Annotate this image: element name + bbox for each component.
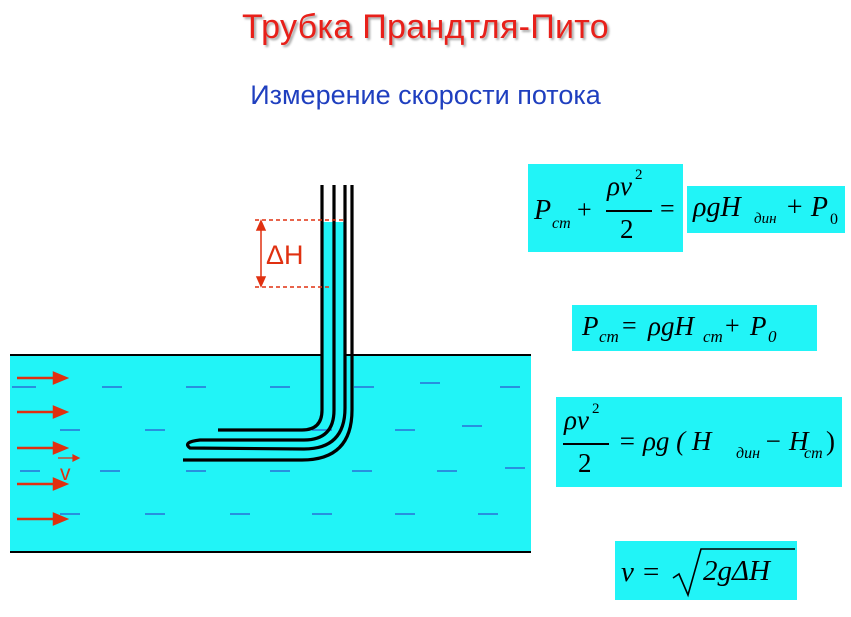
f1-fraction-bar: [606, 210, 652, 212]
f1-rho-g-h: ρgH: [693, 192, 741, 223]
water-channel: [10, 355, 531, 552]
delta-h-label: ΔH: [266, 240, 304, 270]
f3-rhs: = ρg ( H: [618, 426, 712, 456]
f1-h-sub: дин: [754, 211, 777, 227]
delta-h-marker: [255, 219, 345, 288]
formula-static-pressure: P ст = ρgH ст + P 0: [572, 305, 817, 351]
velocity-label: v: [60, 462, 71, 485]
f2-p-sub: ст: [599, 327, 619, 346]
f2-h-sub: ст: [703, 327, 723, 346]
f2-plus: +: [725, 311, 740, 340]
f1-eq: =: [660, 194, 675, 223]
formula-bernoulli-right: ρgH дин + P 0: [687, 186, 845, 233]
f3-close: ): [826, 426, 835, 456]
f1-p: P: [534, 195, 552, 226]
f3-exp: 2: [592, 401, 600, 417]
f3-fraction-bar: [563, 443, 609, 445]
f3-sub-st: ст: [804, 445, 823, 462]
f1-plus-p: + P: [785, 192, 828, 223]
f3-sub-din: дин: [736, 445, 761, 462]
page-title: Трубка Прандтля-Пито: [241, 8, 610, 46]
f2-p: P: [582, 311, 599, 341]
f3-den: 2: [578, 448, 592, 478]
velocity-vector-mark: [58, 454, 81, 462]
inner-tube-liquid: [323, 290, 331, 310]
page-subtitle: Измерение скорости потока: [250, 80, 601, 110]
f2-p0: P: [750, 311, 767, 341]
formula-dynamic-pressure: ρv 2 2 = ρg ( H дин − H ст ): [556, 397, 842, 487]
f4-radicand: 2gΔH: [703, 555, 770, 587]
f2-p0-sub: 0: [768, 327, 777, 346]
f1-p0-sub: 0: [830, 211, 838, 228]
f1-exp: 2: [635, 167, 643, 183]
velocity-arrows: [17, 371, 70, 526]
formula-bernoulli-left: P ст + ρv 2 2 =: [528, 164, 683, 252]
sqrt-sign: [672, 548, 795, 598]
pitot-tube: [183, 185, 354, 462]
f2-eq: =: [622, 311, 637, 340]
f1-den: 2: [620, 214, 634, 244]
f3-rho-v: ρv: [564, 405, 589, 435]
f1-plus: +: [577, 195, 592, 224]
f1-rho-v: ρv: [607, 171, 632, 201]
formula-velocity: v = 2gΔH: [615, 541, 797, 600]
f4-lhs: v =: [621, 556, 661, 588]
f1-p-sub: ст: [552, 215, 571, 232]
f2-rho-g-h: ρgH: [648, 311, 694, 341]
f3-minus-h: − H: [764, 426, 809, 456]
